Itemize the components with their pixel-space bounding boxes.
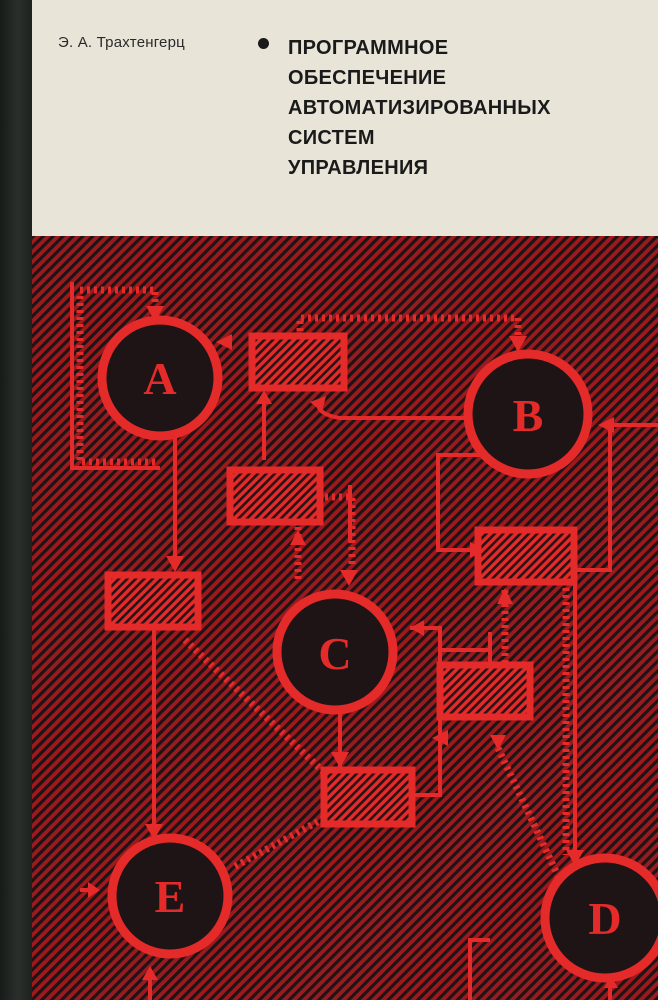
process-box xyxy=(226,466,324,526)
node-label: A xyxy=(143,353,176,404)
process-box xyxy=(320,766,416,828)
node-label: D xyxy=(588,893,621,944)
flow-diagram: A B C D E xyxy=(32,236,658,1000)
process-boxes xyxy=(104,332,578,828)
node-label: B xyxy=(513,390,544,441)
title-line: АВТОМАТИЗИРОВАННЫХ xyxy=(288,97,551,119)
node-label: E xyxy=(155,871,186,922)
bullet-dot xyxy=(258,38,269,49)
node-circle xyxy=(540,853,658,983)
node-label: C xyxy=(318,628,351,679)
title-line: СИСТЕМ xyxy=(288,127,375,149)
book-spine xyxy=(0,0,32,1000)
process-box xyxy=(104,571,202,631)
node-circle xyxy=(97,315,223,441)
dotted-connectors xyxy=(76,286,570,882)
process-box xyxy=(474,526,578,586)
arrowheads xyxy=(88,306,618,988)
node-circles xyxy=(97,315,658,983)
process-box xyxy=(436,661,534,721)
author-name: Э. А. Трахтенгерц xyxy=(58,34,185,51)
title-line: УПРАВЛЕНИЯ xyxy=(288,157,429,179)
node-circle xyxy=(463,349,593,479)
title-panel xyxy=(32,0,658,236)
book-title: ПРОГРАММНОЕ ОБЕСПЕЧЕНИЕ АВТОМАТИЗИРОВАНН… xyxy=(288,33,551,183)
node-circle xyxy=(272,589,398,715)
title-line: ПРОГРАММНОЕ xyxy=(288,37,449,59)
title-line: ОБЕСПЕЧЕНИЕ xyxy=(288,67,447,89)
process-box xyxy=(248,332,348,392)
node-circle xyxy=(107,833,233,959)
